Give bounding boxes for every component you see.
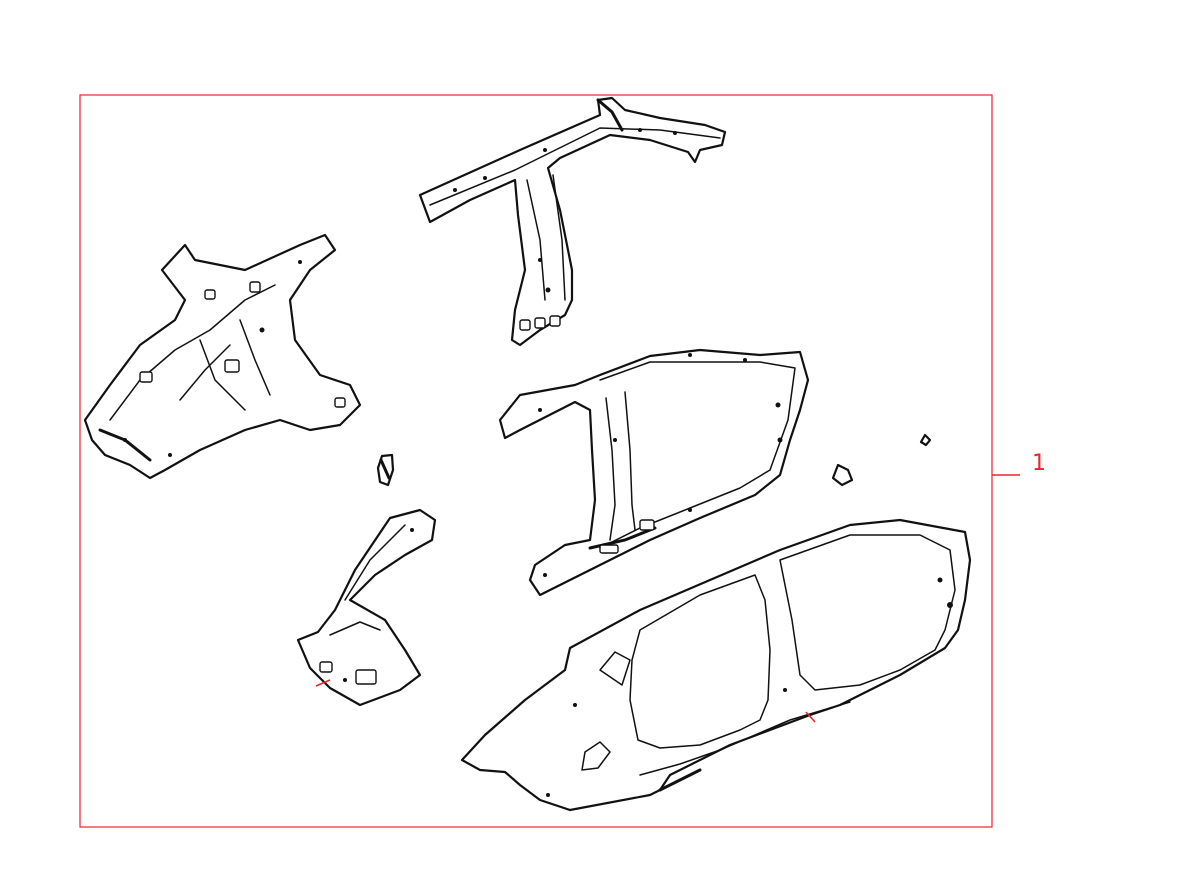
roof-rail-b-pillar-part bbox=[418, 96, 727, 347]
small-clip bbox=[919, 433, 932, 447]
rear-pillar-extension-part bbox=[296, 508, 437, 707]
callout-number-1: 1 bbox=[1032, 451, 1046, 476]
inner-side-frame-part bbox=[498, 348, 810, 597]
part-group-frame bbox=[79, 94, 993, 828]
body-side-outer-panel-part bbox=[460, 518, 972, 812]
inner-quarter-panel-part bbox=[83, 233, 362, 480]
small-bracket-left bbox=[376, 453, 395, 487]
small-bracket-center bbox=[831, 463, 854, 487]
